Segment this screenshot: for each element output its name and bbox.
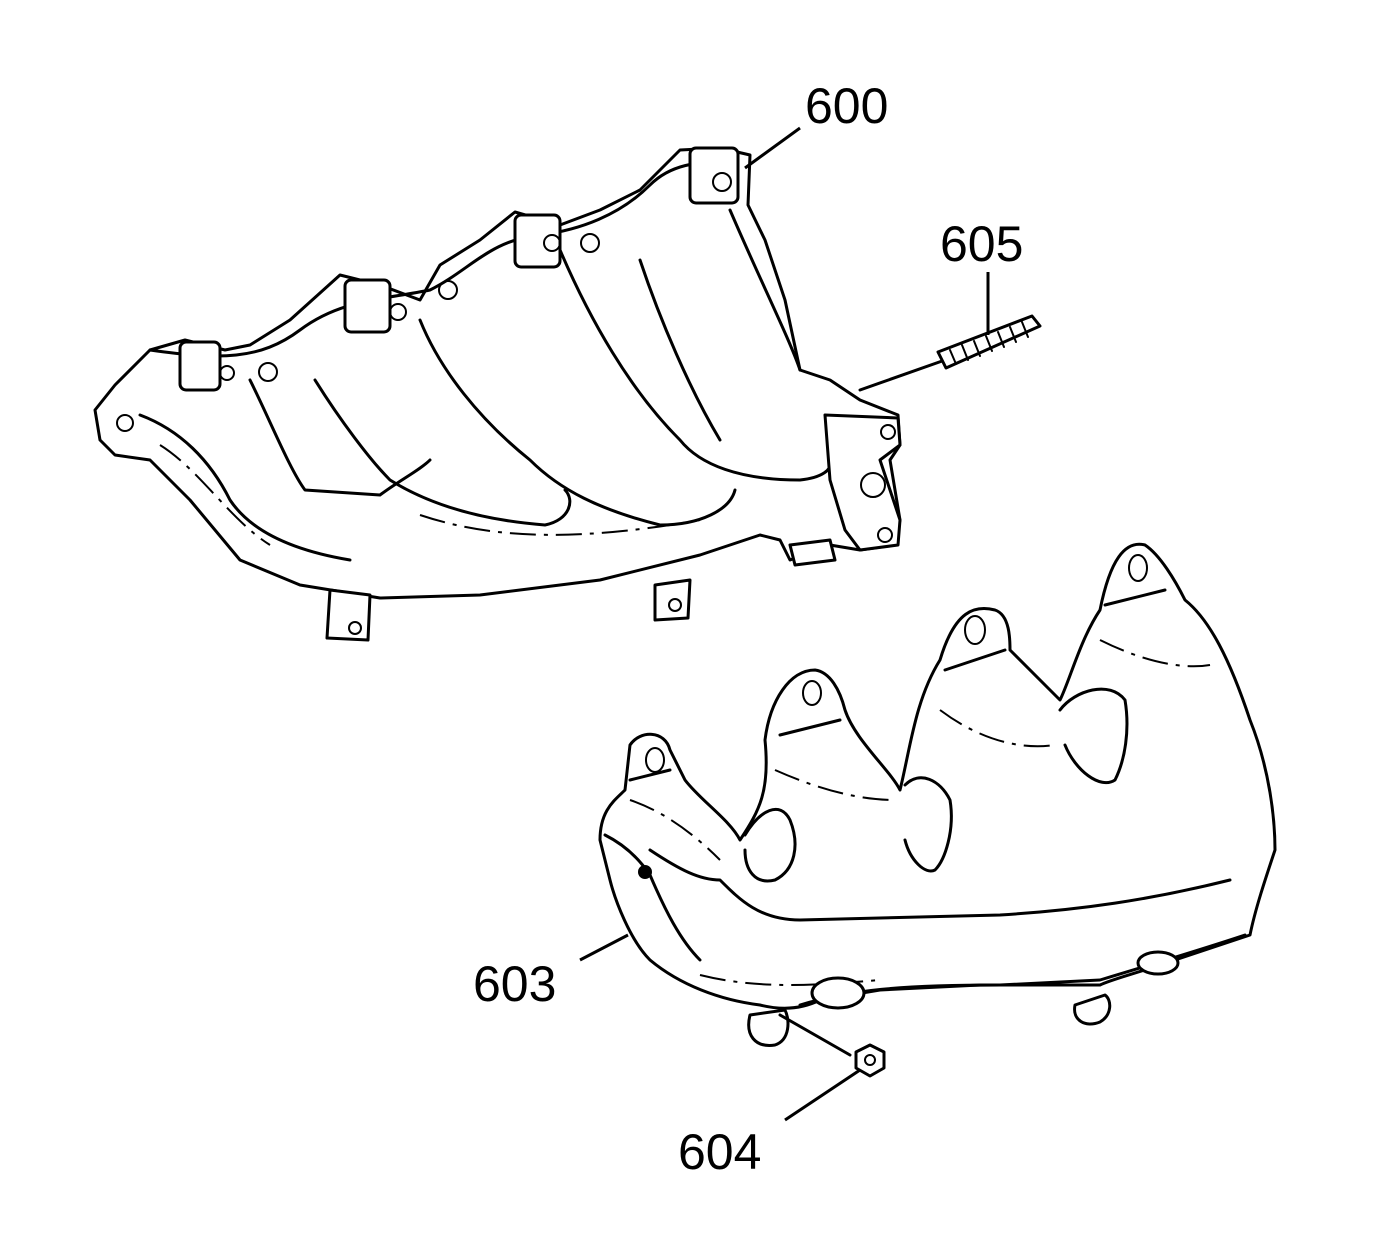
heat-shield-603-hidden-line-5: [699, 974, 881, 986]
heat-shield-603-bottom-tab-left: [747, 1008, 790, 1047]
manifold-600-body: [93, 146, 902, 600]
callout-603: 603: [473, 956, 556, 1012]
callout-600: 600: [805, 78, 888, 134]
manifold-600-outlet-flange: [823, 413, 902, 552]
manifold-600-bolt-hole-2: [219, 365, 235, 381]
manifold-600-port-4: [558, 248, 833, 482]
manifold-600-port-1: [248, 378, 432, 497]
manifold-600-port-3: [418, 318, 737, 527]
heat-shield-603-hidden-line-4: [1099, 639, 1211, 668]
heat-shield-603-tab-hole-4: [1128, 554, 1148, 582]
heat-shield-603-top-tab-1: [628, 768, 672, 782]
heat-shield-603-body: [598, 542, 1277, 1010]
manifold-600-hidden-line-1: [159, 444, 271, 546]
manifold-600-flange-rail: [148, 161, 722, 358]
heat-shield-603-cutout-1: [743, 807, 797, 883]
manifold-600-tab-left: [325, 588, 372, 642]
heat-shield-603-cutout-3: [1058, 687, 1129, 784]
manifold-600-bolt-hole-3: [258, 362, 278, 382]
heat-shield-603-tab-hole-1: [645, 747, 665, 773]
heat-shield-603-tab-hole-3: [964, 615, 986, 645]
heat-shield-603-inner-contour: [648, 848, 1232, 922]
heat-shield-603-top-tab-4: [1103, 588, 1167, 607]
manifold-600-bolt-hole-6: [543, 234, 561, 252]
heat-shield-603-top-tab-3: [943, 648, 1007, 672]
callout-605: 605: [940, 216, 1023, 272]
manifold-600-bolt-hole-1: [116, 414, 134, 432]
heat-shield-603-hidden-line-3: [939, 709, 1056, 748]
heat-shield-603-top-tab-2: [778, 718, 842, 737]
manifold-600-tab-right-hole: [668, 598, 682, 612]
bolt-604-shank: [778, 1013, 852, 1057]
bolt-604-head: [854, 1043, 886, 1078]
manifold-600-bolt-hole-4: [389, 303, 407, 321]
heat-shield-603-tab-hole-2: [802, 680, 822, 706]
callout-604: 604: [678, 1124, 761, 1180]
heat-shield-603: [598, 542, 1277, 1047]
manifold-600-port-6: [728, 208, 802, 372]
leader-604: [784, 1068, 861, 1122]
manifold-600-port-5: [638, 258, 722, 442]
stud-605-shank: [858, 358, 947, 392]
manifold-600-outlet-hole-1: [880, 424, 896, 440]
heat-shield-603-dimple-left: [810, 976, 866, 1010]
manifold-600-hidden-line-2: [419, 514, 701, 536]
manifold-600-port-2: [313, 378, 572, 527]
manifold-600-tab-left-hole: [348, 621, 362, 635]
manifold-600-boss-2: [343, 278, 392, 334]
manifold-600-outlet-hole-3: [860, 472, 886, 498]
heat-shield-603-hidden-line-2: [774, 769, 896, 801]
heat-shield-603-clip: [638, 865, 652, 879]
manifold-600-boss-1: [178, 340, 222, 392]
bolt-604: [778, 1013, 886, 1078]
heat-shield-603-dimple-right: [1136, 950, 1180, 976]
bolt-604-head-center: [864, 1054, 876, 1066]
manifold-600-lower-contour: [138, 413, 352, 562]
leader-600: [744, 126, 801, 170]
manifold-600-bolt-hole-8: [712, 172, 732, 192]
manifold-600-bolt-hole-7: [580, 233, 600, 253]
leader-603: [579, 933, 629, 962]
manifold-600-bolt-hole-5: [438, 280, 458, 300]
manifold-600-boss-3: [513, 213, 562, 269]
heat-shield-603-hidden-line-1: [629, 799, 721, 861]
stud-605: [858, 314, 1042, 392]
heat-shield-603-cutout-2: [903, 776, 953, 873]
stud-605-thread-lines: [949, 321, 1029, 365]
manifold-600-boss-4: [688, 146, 740, 205]
manifold-600-outlet-tab: [788, 538, 837, 567]
manifold-600: [93, 146, 902, 642]
manifold-600-outlet-hole-2: [877, 527, 893, 543]
heat-shield-603-bottom-tab-right: [1073, 993, 1112, 1026]
